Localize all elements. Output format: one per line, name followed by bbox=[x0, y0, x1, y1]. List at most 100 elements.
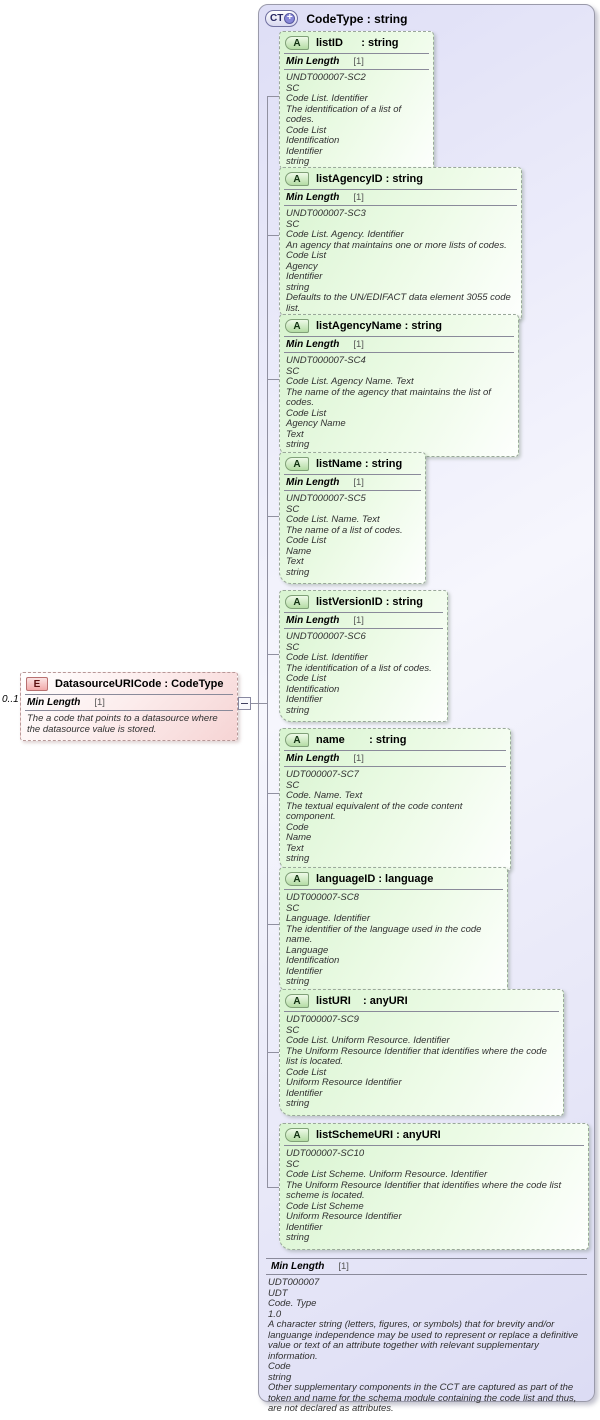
connector-stub bbox=[267, 654, 279, 655]
connector-stub bbox=[267, 924, 279, 925]
separator-line bbox=[284, 53, 429, 54]
element-box-datasourceuricode[interactable]: E DatasourceURICode : CodeType Min Lengt… bbox=[20, 672, 238, 741]
facet-name: Min Length bbox=[271, 1261, 325, 1272]
attribute-icon: A bbox=[285, 457, 309, 471]
separator-line bbox=[284, 1145, 584, 1146]
separator-line bbox=[284, 474, 421, 475]
attribute-documentation: UNDT000007-SC4 SC Code List. Agency Name… bbox=[286, 355, 491, 450]
attribute-icon: A bbox=[285, 1128, 309, 1142]
expand-icon[interactable]: + bbox=[284, 13, 296, 24]
element-documentation: The a code that points to a datasource w… bbox=[27, 713, 221, 735]
facet-name: Min Length bbox=[286, 56, 340, 67]
attribute-documentation: UNDT000007-SC2 SC Code List. Identifier … bbox=[286, 72, 402, 167]
attribute-title: listAgencyID : string bbox=[316, 173, 423, 185]
separator-line bbox=[284, 336, 514, 337]
separator-line bbox=[284, 766, 506, 767]
attribute-facet-row: Min Length [1] bbox=[280, 190, 521, 205]
attribute-header: A languageID : language bbox=[280, 868, 507, 889]
attribute-documentation: UNDT000007-SC5 SC Code List. Name. Text … bbox=[286, 493, 403, 578]
separator-line bbox=[25, 694, 233, 695]
separator-line bbox=[284, 750, 506, 751]
collapse-toggle-icon[interactable] bbox=[238, 697, 251, 710]
facet-name: Min Length bbox=[286, 339, 340, 350]
connector-rail bbox=[267, 96, 268, 1188]
attribute-box-name[interactable]: A name : string Min Length [1] UDT000007… bbox=[279, 728, 511, 871]
facet-value: [1] bbox=[353, 339, 364, 350]
separator-line bbox=[284, 612, 443, 613]
complextype-documentation: UDT000007 UDT Code. Type 1.0 A character… bbox=[268, 1277, 579, 1414]
separator-line bbox=[284, 189, 517, 190]
complextype-box-codetype[interactable]: CT + CodeType : string A listID : string… bbox=[258, 4, 595, 1414]
attribute-header: A listAgencyID : string bbox=[280, 168, 521, 189]
attribute-title: listSchemeURI : anyURI bbox=[316, 1129, 441, 1141]
separator-line bbox=[284, 490, 421, 491]
minus-glyph bbox=[241, 703, 248, 704]
complextype-header: CT + CodeType : string bbox=[265, 10, 407, 27]
attribute-box-listname[interactable]: A listName : string Min Length [1] UNDT0… bbox=[279, 452, 426, 584]
separator-line bbox=[284, 69, 429, 70]
separator-line bbox=[266, 1274, 587, 1275]
attribute-facet-row: Min Length [1] bbox=[280, 613, 447, 628]
attribute-icon: A bbox=[285, 595, 309, 609]
connector-stub bbox=[267, 379, 279, 380]
facet-name: Min Length bbox=[27, 697, 81, 708]
element-icon: E bbox=[26, 677, 48, 691]
attribute-box-listid[interactable]: A listID : string Min Length [1] UNDT000… bbox=[279, 31, 434, 174]
attribute-title: languageID : language bbox=[316, 873, 434, 885]
complextype-icon: CT + bbox=[265, 10, 299, 27]
attribute-title: listURI : anyURI bbox=[316, 995, 408, 1007]
attribute-box-listuri[interactable]: A listURI : anyURI UDT000007-SC9 SC Code… bbox=[279, 989, 564, 1116]
separator-line bbox=[284, 352, 514, 353]
attribute-documentation: UNDT000007-SC3 SC Code List. Agency. Ide… bbox=[286, 208, 511, 314]
separator-line bbox=[25, 710, 233, 711]
facet-value: [1] bbox=[353, 477, 364, 488]
separator-line bbox=[284, 205, 517, 206]
attribute-box-listschemeuri[interactable]: A listSchemeURI : anyURI UDT000007-SC10 … bbox=[279, 1123, 589, 1250]
connector-stub bbox=[267, 96, 279, 97]
facet-value: [1] bbox=[353, 615, 364, 626]
attribute-header: A listName : string bbox=[280, 453, 425, 474]
attribute-icon: A bbox=[285, 733, 309, 747]
attribute-icon: A bbox=[285, 994, 309, 1008]
attribute-facet-row: Min Length [1] bbox=[280, 475, 425, 490]
connector-stub bbox=[267, 1187, 279, 1188]
attribute-box-listversionid[interactable]: A listVersionID : string Min Length [1] … bbox=[279, 590, 448, 722]
attribute-icon: A bbox=[285, 872, 309, 886]
attribute-documentation: UDT000007-SC10 SC Code List Scheme. Unif… bbox=[286, 1148, 562, 1243]
separator-line bbox=[284, 628, 443, 629]
attribute-facet-row: Min Length [1] bbox=[280, 337, 518, 352]
connector-stub bbox=[267, 516, 279, 517]
attribute-header: A listAgencyName : string bbox=[280, 315, 518, 336]
element-title: DatasourceURICode : CodeType bbox=[55, 678, 224, 690]
facet-value: [1] bbox=[94, 697, 105, 708]
facet-value: [1] bbox=[353, 56, 364, 67]
separator-line bbox=[284, 1011, 559, 1012]
attribute-box-languageid[interactable]: A languageID : language UDT000007-SC8 SC… bbox=[279, 867, 508, 994]
attribute-documentation: UDT000007-SC7 SC Code. Name. Text The te… bbox=[286, 769, 463, 864]
attribute-documentation: UNDT000007-SC6 SC Code List. Identifier … bbox=[286, 631, 432, 716]
cardinality-label: 0..1 bbox=[2, 694, 19, 705]
facet-name: Min Length bbox=[286, 753, 340, 764]
complextype-title: CodeType : string bbox=[306, 11, 408, 26]
attribute-header: A listVersionID : string bbox=[280, 591, 447, 612]
attribute-documentation: UDT000007-SC9 SC Code List. Uniform Reso… bbox=[286, 1014, 547, 1109]
separator-line bbox=[266, 1258, 587, 1259]
complextype-details: Min Length [1] UDT000007 UDT Code. Type … bbox=[265, 1258, 588, 1420]
attribute-documentation: UDT000007-SC8 SC Language. Identifier Th… bbox=[286, 892, 482, 987]
element-header: E DatasourceURICode : CodeType bbox=[21, 673, 237, 694]
attribute-title: listVersionID : string bbox=[316, 596, 423, 608]
element-facet-row: Min Length [1] bbox=[21, 695, 237, 710]
facet-value: [1] bbox=[353, 753, 364, 764]
attribute-title: name : string bbox=[316, 734, 407, 746]
attribute-icon: A bbox=[285, 172, 309, 186]
attribute-header: A listURI : anyURI bbox=[280, 990, 563, 1011]
attribute-box-listagencyname[interactable]: A listAgencyName : string Min Length [1]… bbox=[279, 314, 519, 457]
attribute-box-listagencyid[interactable]: A listAgencyID : string Min Length [1] U… bbox=[279, 167, 522, 320]
connector-stub bbox=[267, 793, 279, 794]
attribute-header: A listID : string bbox=[280, 32, 433, 53]
attribute-title: listAgencyName : string bbox=[316, 320, 442, 332]
attribute-facet-row: Min Length [1] bbox=[280, 54, 433, 69]
complextype-icon-label: CT bbox=[270, 13, 284, 24]
attribute-header: A name : string bbox=[280, 729, 510, 750]
connector-stub bbox=[267, 1052, 279, 1053]
